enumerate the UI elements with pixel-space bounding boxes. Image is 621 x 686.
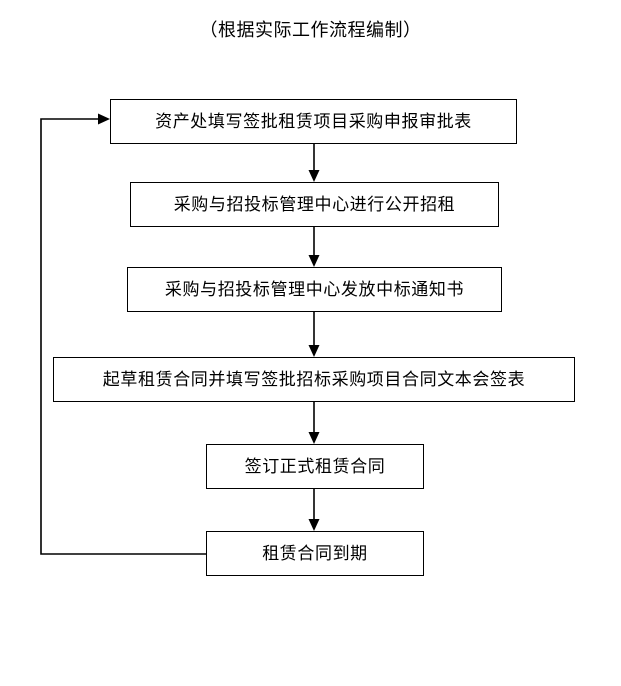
process-node-2-label: 采购与招投标管理中心进行公开招租 bbox=[173, 194, 456, 215]
edge-node6-to-node1-feedback bbox=[40, 113, 206, 555]
process-node-5[interactable]: 签订正式租赁合同 bbox=[206, 444, 424, 489]
process-node-5-label: 签订正式租赁合同 bbox=[244, 456, 386, 477]
process-node-6[interactable]: 租赁合同到期 bbox=[206, 531, 424, 576]
edge-node1-to-node2 bbox=[308, 144, 320, 182]
process-node-3-label: 采购与招投标管理中心发放中标通知书 bbox=[164, 279, 465, 300]
process-node-1[interactable]: 资产处填写签批租赁项目采购申报审批表 bbox=[110, 99, 517, 144]
edge-node2-to-node3 bbox=[308, 227, 320, 267]
process-node-4-label: 起草租赁合同并填写签批招标采购项目合同文本会签表 bbox=[102, 369, 526, 390]
diagram-title: （根据实际工作流程编制） bbox=[199, 20, 422, 41]
edge-node4-to-node5 bbox=[308, 402, 320, 444]
edge-node5-to-node6 bbox=[308, 489, 320, 531]
process-node-1-label: 资产处填写签批租赁项目采购申报审批表 bbox=[155, 111, 472, 132]
process-node-4[interactable]: 起草租赁合同并填写签批招标采购项目合同文本会签表 bbox=[53, 357, 575, 402]
process-node-6-label: 租赁合同到期 bbox=[262, 543, 368, 564]
process-node-3[interactable]: 采购与招投标管理中心发放中标通知书 bbox=[127, 267, 502, 312]
process-node-2[interactable]: 采购与招投标管理中心进行公开招租 bbox=[130, 182, 499, 227]
edge-node3-to-node4 bbox=[308, 312, 320, 357]
